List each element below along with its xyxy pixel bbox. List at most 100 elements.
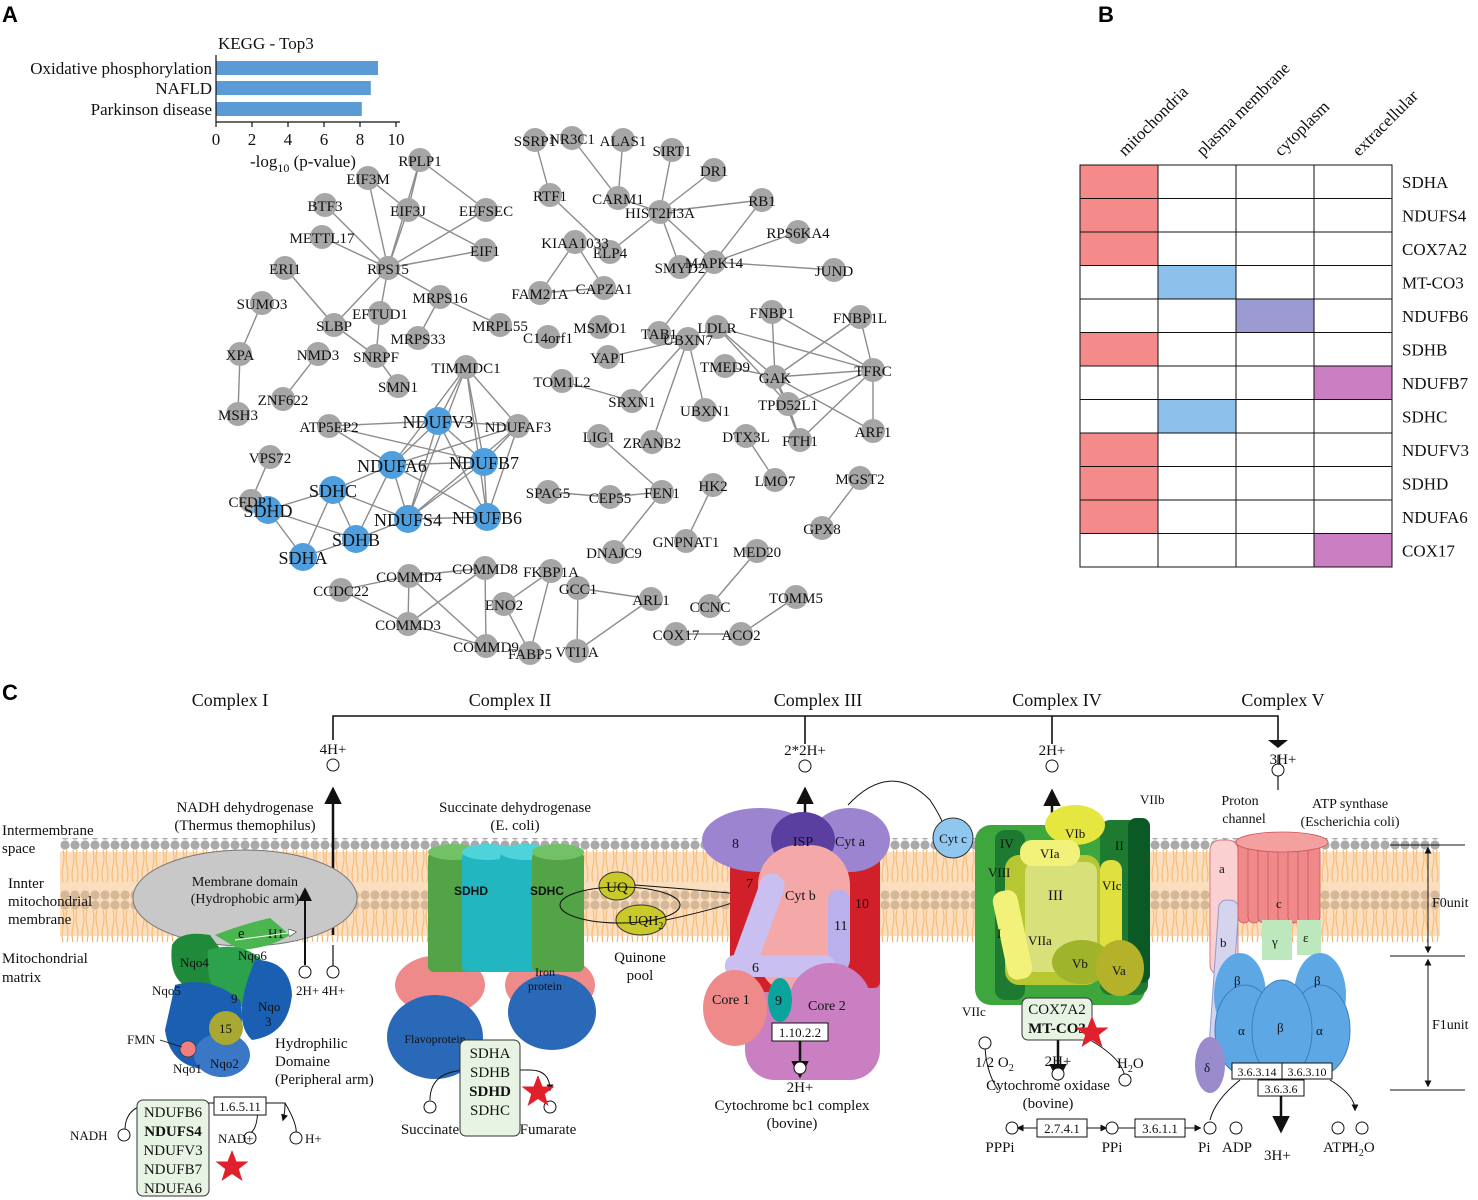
ec-2741: 2.7.4.1 (1044, 1121, 1080, 1136)
complex-ii: Succinate dehydrogenase (E. coli) SDHD S… (387, 800, 751, 1138)
column-header-0: mitochondria (1114, 82, 1192, 160)
node-label-sdhb: SDHB (332, 530, 380, 550)
flavoprotein (387, 995, 483, 1079)
c1-ec: 1.6.5.11 (219, 1099, 261, 1114)
node-label-vti1a: VTI1A (555, 645, 598, 661)
node-lmo7 (763, 468, 787, 492)
node-sdhb (342, 525, 370, 553)
node-label-tab1: TAB1 (641, 327, 677, 343)
edge-hist2h3a-rb1 (659, 199, 763, 213)
node-dtx3l (734, 424, 758, 448)
node-label-rplp1: RPLP1 (398, 154, 441, 170)
category-label-1: NAFLD (155, 79, 212, 98)
node-label-ndufb6: NDUFB6 (452, 508, 522, 528)
c5-arrowhead (1268, 740, 1288, 748)
va (1096, 940, 1144, 996)
cell-ndufb7-0 (1079, 365, 1159, 400)
gene-ndufb6: NDUFB6 (144, 1105, 203, 1121)
c5-epsilon-label: ε (1303, 930, 1309, 945)
c3-ec: 1.10.2.2 (779, 1025, 821, 1040)
c3-8-label: 8 (732, 837, 739, 852)
c5-b-label: b (1220, 935, 1227, 950)
ims-label-2: space (2, 841, 36, 857)
edge-sdhd-sdhb (267, 509, 357, 540)
edge-eri1-slbp (284, 267, 335, 326)
c4-iii-label: III (1048, 888, 1063, 904)
edge-ldlr-tpd52l1 (716, 326, 789, 405)
cell-cox17-2 (1235, 533, 1315, 568)
cell-sdhd-3 (1313, 466, 1393, 501)
node-label-xpa: XPA (226, 348, 255, 364)
core-1 (703, 970, 767, 1046)
node-arf1 (861, 419, 885, 443)
node-label-tomm5: TOMM5 (769, 591, 823, 607)
c4-viia-label: VIIa (1028, 933, 1052, 948)
epsilon (1297, 920, 1321, 955)
ec-36310-box (1281, 1062, 1333, 1080)
complex-v-title: Complex V (1241, 690, 1324, 710)
cell-ndufb6-0 (1079, 298, 1159, 333)
node-rps6ka4 (786, 220, 810, 244)
edge-med20-ccnc (709, 550, 758, 607)
node-label-znf622: ZNF622 (258, 393, 309, 409)
edge-commd4-commd9 (408, 575, 487, 647)
c4-h-label: 2H+ (1045, 1054, 1072, 1070)
node-eri1 (273, 256, 297, 280)
node-slbp (322, 313, 346, 337)
column-header-2: cytoplasm (1270, 97, 1333, 160)
node-sirt1 (660, 138, 684, 162)
cyt-a-label: Cyt a (835, 835, 866, 850)
c4-va-label: Va (1112, 963, 1126, 978)
node-commd4 (397, 564, 421, 588)
node-label-elp4: ELP4 (593, 246, 628, 262)
node-jund (822, 258, 846, 282)
node-label-mrpl55: MRPL55 (472, 319, 528, 335)
node-ssrp1 (523, 128, 547, 152)
row-label-sdhb: SDHB (1402, 340, 1447, 359)
edge-ndufv3-ndufs4 (407, 420, 439, 520)
edge-ubxn7-ubxn1 (687, 338, 706, 411)
node-fnbp1 (760, 300, 784, 324)
nqo3-label-2: 3 (265, 1014, 272, 1029)
node-label-ndufaf3: NDUFAF3 (485, 420, 551, 436)
c1-h2-label: 2H+ (296, 983, 319, 998)
cell-cox7a2-1 (1157, 231, 1237, 266)
bar-2 (216, 102, 362, 116)
node-smyd2 (668, 255, 692, 279)
gene-ndufv3: NDUFV3 (143, 1143, 202, 1159)
c-subunit-7 (1307, 837, 1321, 924)
node-label-commd4: COMMD4 (376, 570, 442, 586)
node-hk2 (701, 473, 725, 497)
node-ldlr (705, 315, 729, 339)
complex-v: 3H+ Proton channel ATP synthase (Escheri… (1195, 752, 1469, 1164)
cell-sdhc-1 (1157, 399, 1237, 434)
cell-sdhb-0 (1079, 332, 1159, 367)
node-atp5ep2 (317, 414, 341, 438)
cell-cox7a2-3 (1313, 231, 1393, 266)
node-label-capza1: CAPZA1 (576, 282, 633, 298)
row-label-ndufv3: NDUFV3 (1402, 441, 1469, 460)
row-label-sdhc: SDHC (1402, 407, 1447, 426)
edge-eif1-rps15 (387, 249, 486, 269)
via (1020, 840, 1080, 866)
nad-label: NAD+ (218, 1131, 254, 1146)
node-mrps33 (406, 326, 430, 350)
ec-3611: 3.6.1.1 (1142, 1121, 1178, 1136)
uq-icon (598, 871, 636, 901)
edge-nr3c1-carm1 (571, 137, 619, 199)
node-label-zranb2: ZRANB2 (623, 436, 681, 452)
cell-sdhd-1 (1157, 466, 1237, 501)
bar-0 (216, 61, 378, 75)
edge-ndufv3-ndufb6 (437, 420, 488, 518)
node-label-ndufb7: NDUFB7 (449, 453, 519, 473)
core-1-label: Core 1 (712, 993, 750, 1008)
gene-sdhd: SDHD (469, 1084, 511, 1100)
node-label-commd8: COMMD8 (452, 562, 518, 578)
vib (1045, 805, 1105, 845)
c5-gamma-label: γ (1271, 934, 1278, 949)
node-label-fabp5: FABP5 (508, 647, 552, 663)
node-tpd52l1 (776, 392, 800, 416)
node-label-arf1: ARF1 (855, 425, 892, 441)
cell-sdhb-3 (1313, 332, 1393, 367)
